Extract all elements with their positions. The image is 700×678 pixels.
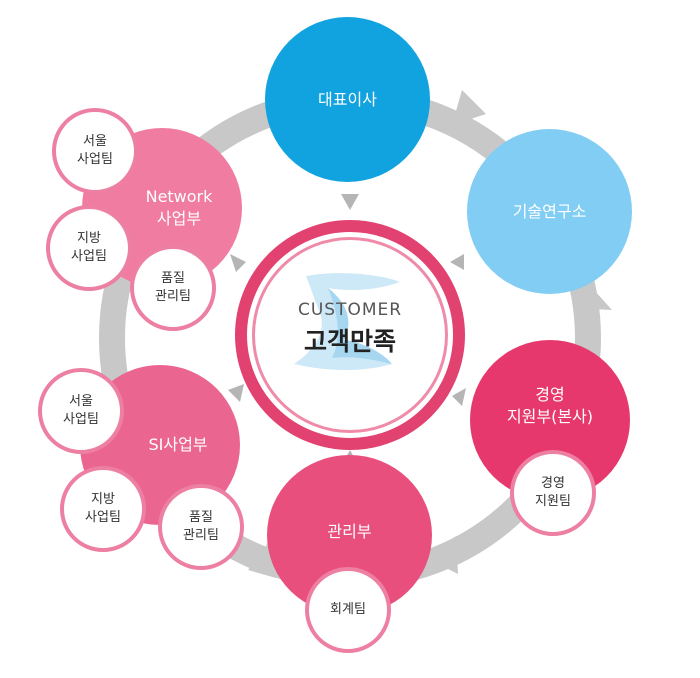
arrow-ceo-center: [341, 194, 359, 210]
center-inner-ring: [252, 237, 448, 433]
ring-arrow-support: [430, 536, 458, 574]
subteam-support-team-label: 경영 지원팀: [535, 476, 571, 509]
subteam-si-quality-label: 품질 관리팀: [183, 510, 219, 543]
subteam-si-local-label: 지방 사업팀: [85, 492, 121, 525]
arrow-network-center: [230, 254, 246, 272]
arrow-support-center: [452, 388, 466, 406]
subteam-support-team: 경영 지원팀: [510, 450, 596, 536]
subteam-admin-accounting: 회계팀: [305, 567, 391, 653]
subteam-admin-accounting-label: 회계팀: [330, 602, 366, 617]
node-research-label: 기술연구소: [512, 201, 587, 221]
subteam-si-seoul-label: 서울 사업팀: [63, 394, 99, 427]
subteam-network-quality-label: 품질 관리팀: [155, 271, 191, 304]
node-ceo: 대표이사: [265, 17, 430, 182]
subteam-network-local: 지방 사업팀: [46, 205, 132, 291]
node-research: 기술연구소: [467, 129, 632, 294]
subteam-si-quality: 품질 관리팀: [158, 484, 244, 570]
center-title-ko: 고객만족: [303, 327, 396, 356]
center-title: CUSTOMER 고객만족: [250, 300, 450, 358]
subteam-network-seoul-label: 서울 사업팀: [77, 134, 113, 167]
ring-arrow-ceo: [452, 90, 486, 125]
subteam-network-seoul: 서울 사업팀: [52, 108, 138, 194]
node-admin-label: 관리부: [327, 522, 372, 541]
subteam-network-local-label: 지방 사업팀: [71, 231, 107, 264]
node-ceo-label: 대표이사: [318, 89, 377, 109]
arrow-research-center: [450, 254, 464, 270]
customer-logo-icon: [294, 273, 400, 370]
arrow-si-center: [228, 384, 244, 402]
node-management-support-label: 경영 지원부(본사): [506, 385, 594, 426]
ring-arrow-research: [574, 290, 612, 310]
subteam-si-local: 지방 사업팀: [60, 466, 146, 552]
node-si-label: SI사업부: [148, 435, 208, 454]
subteam-si-seoul: 서울 사업팀: [38, 368, 124, 454]
center-title-en: CUSTOMER: [297, 300, 403, 320]
node-network-label: Network 사업부: [145, 187, 213, 228]
subteam-network-quality: 품질 관리팀: [130, 245, 216, 331]
